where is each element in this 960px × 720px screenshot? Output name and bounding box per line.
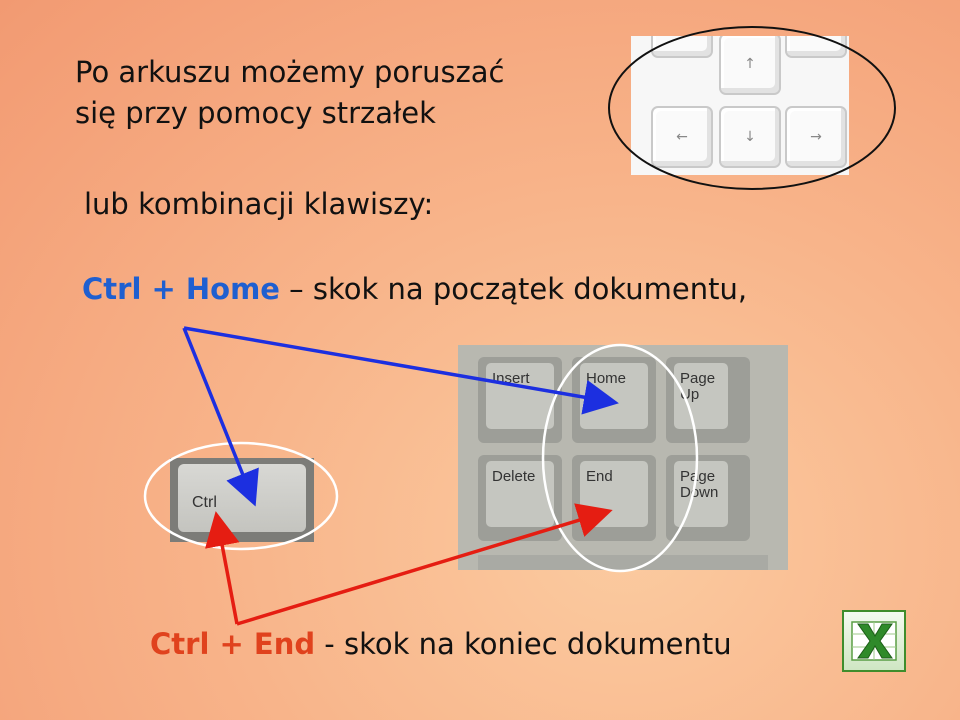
end-arrow-to-end-key [236,503,613,626]
end-arrows [204,503,613,626]
key-insert: Insert [478,357,562,443]
arrow-down-icon: ↓ [744,129,756,145]
key-page-down: Page Down [666,455,750,541]
ctrl-highlight-ellipse [143,441,339,551]
arrow-right-icon: → [810,129,822,145]
intro-text: Po arkuszu możemy poruszać się przy pomo… [75,52,505,134]
end-shortcut-line: Ctrl + End - skok na koniec dokumentu [150,627,732,661]
arrow-left-icon: ← [676,129,688,145]
home-arrow-to-home-key [183,326,619,415]
arrow-keys-highlight-ellipse [608,26,896,190]
combination-intro: lub kombinacji klawiszy: [84,187,434,221]
excel-icon [842,610,906,672]
intro-line-1: Po arkuszu możemy poruszać [75,55,505,89]
home-arrows [182,326,619,507]
home-arrow-to-ctrl-key [182,327,259,507]
end-description: - skok na koniec dokumentu [315,627,732,661]
arrow-up-icon: ↑ [744,56,756,72]
home-description: – skok na początek dokumentu, [279,272,748,306]
home-shortcut-line: Ctrl + Home – skok na początek dokumentu… [82,272,747,306]
arrow-keys-photo: ↑ ← ↓ → [631,36,849,175]
key-up: ↑ [719,36,781,95]
end-shortcut: Ctrl + End [150,627,316,661]
key-row-bottom [478,555,768,570]
key-blank-left [651,36,713,58]
intro-line-2: się przy pomocy strzałek [75,96,436,130]
key-down: ↓ [719,106,781,168]
key-left: ← [651,106,713,168]
end-arrow-to-ctrl-key [204,511,240,625]
key-page-up: Page Up [666,357,750,443]
home-end-highlight-ellipse [541,343,699,573]
home-shortcut: Ctrl + Home [82,272,280,306]
key-right: → [785,106,847,168]
